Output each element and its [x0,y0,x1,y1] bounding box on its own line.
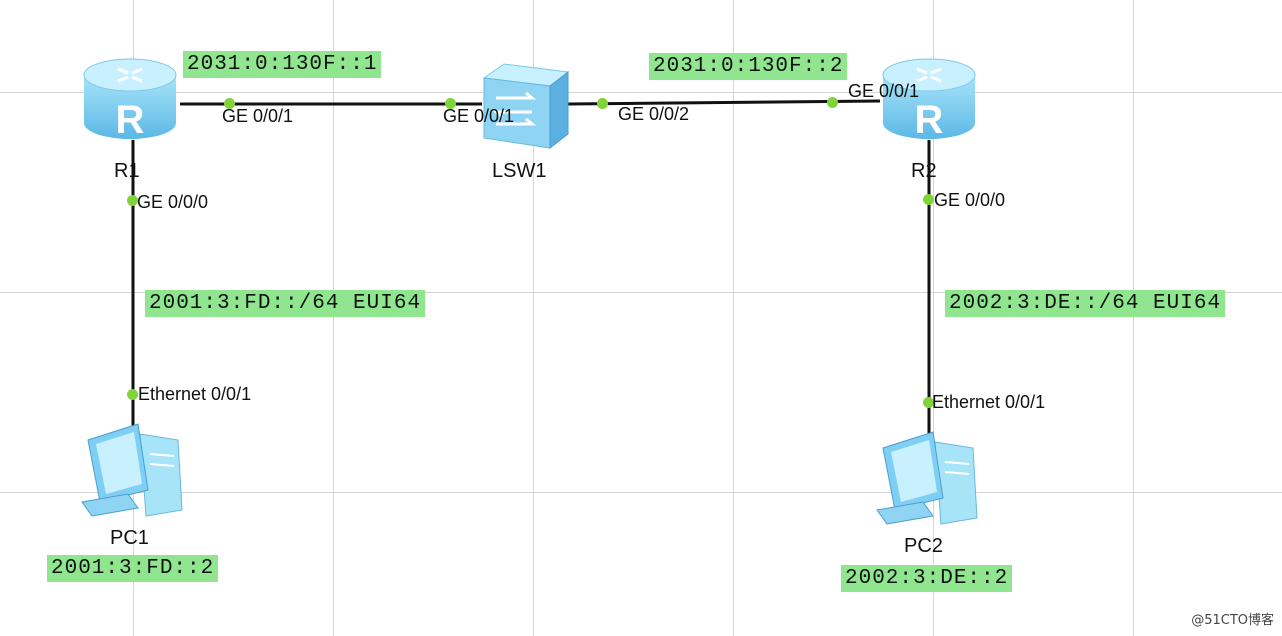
address-note-pc2[interactable]: 2002:3:DE::2 [841,565,1013,592]
router-icon[interactable]: R [80,55,180,141]
port-dot [923,397,934,408]
device-label-pc2: PC2 [904,535,943,557]
port-label-pc2-eth: Ethernet 0/0/1 [932,392,1046,412]
device-label-r1: R1 [114,160,140,182]
address-note-r2[interactable]: 2031:0:130F::2 [649,53,848,80]
port-label-r2-ge000: GE 0/0/0 [934,190,1006,210]
network-note-2[interactable]: 2002:3:DE::/64 EUI64 [945,290,1226,317]
pc-icon[interactable] [873,428,983,528]
pc-icon[interactable] [78,420,188,520]
device-label-r2: R2 [911,160,937,182]
port-label-pc1-eth: Ethernet 0/0/1 [138,384,252,404]
port-label-r1-ge001: GE 0/0/1 [222,106,294,126]
port-dot [445,98,456,109]
port-dot [127,389,138,400]
device-label-pc1: PC1 [110,527,149,549]
port-label-lsw1-ge001: GE 0/0/1 [443,106,515,126]
port-label-r2-ge001: GE 0/0/1 [848,81,920,101]
watermark: @51CTO博客 [1191,613,1274,628]
port-label-lsw1-ge002: GE 0/0/2 [618,104,690,124]
device-label-lsw1: LSW1 [492,160,547,182]
port-dot [923,194,934,205]
port-dot [224,98,235,109]
address-note-pc1[interactable]: 2001:3:FD::2 [47,555,219,582]
svg-text:R: R [116,98,145,141]
address-note-r1[interactable]: 2031:0:130F::1 [183,51,382,78]
router-icon[interactable]: R [879,55,979,141]
network-note-1[interactable]: 2001:3:FD::/64 EUI64 [145,290,426,317]
switch-icon[interactable] [480,62,572,152]
port-dot [827,97,838,108]
port-dot [127,195,138,206]
port-label-r1-ge000: GE 0/0/0 [137,192,209,212]
port-dot [597,98,608,109]
svg-text:R: R [915,98,944,141]
